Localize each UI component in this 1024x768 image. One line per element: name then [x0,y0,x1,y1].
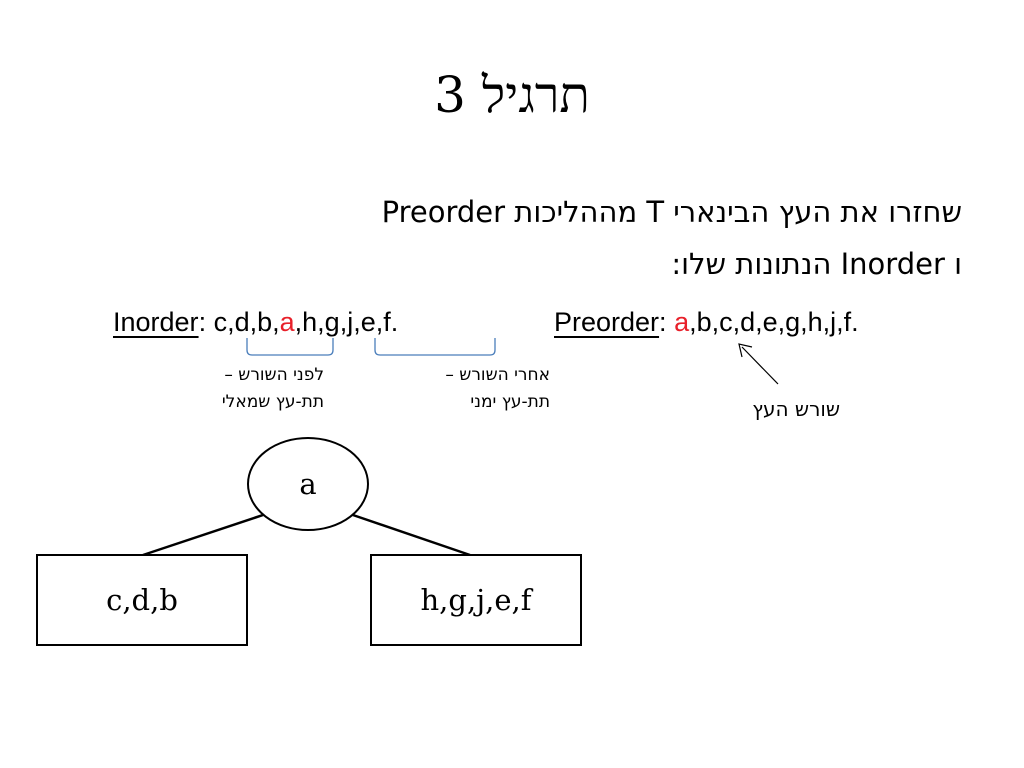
inorder-sequence: Inorder: c,d,b,a,h,g,j,e,f. [113,304,398,340]
instruction-line-1: שחזרו את העץ הבינארי T מההליכות Preorder [381,195,962,229]
left-subtree-label: c,d,b [106,583,178,617]
right-subtree-box [370,554,582,646]
inorder-label: Inorder [113,307,199,337]
preorder-rest: ,b,c,d,e,g,h,j,f. [689,307,859,337]
preorder-label: Preorder [554,307,660,337]
preorder-root: a [674,307,690,337]
root-node [247,437,369,531]
right-note-line-1: אחרי השורש – [445,365,550,385]
inorder-root: a [279,307,295,337]
right-subtree-bracket [374,338,496,356]
tree-root-note: שורש העץ [752,397,840,421]
preorder-sequence: Preorder: a,b,c,d,e,g,h,j,f. [554,304,859,340]
right-subtree-label: h,g,j,e,f [420,583,532,617]
inorder-right-part: ,h,g,j,e,f. [294,307,399,337]
left-edge [142,512,267,557]
left-subtree-box [36,554,248,646]
left-note-line-2: תת-עץ שמאלי [221,392,324,412]
right-note-line-2: תת-עץ ימני [470,392,550,412]
inorder-left-part: c,d,b, [213,307,280,337]
inorder-colon: : [198,307,214,337]
preorder-colon: : [659,307,675,337]
root-arrow-line [741,346,779,385]
right-subtree-note: אחרי השורש – תת-עץ ימני [445,362,550,416]
root-node-label: a [299,467,317,501]
slide-title: תרגיל 3 [434,66,590,124]
root-arrow-head [738,343,753,358]
right-edge [349,512,471,557]
left-subtree-note: לפני השורש – תת-עץ שמאלי [222,362,324,416]
instruction-line-2: ו Inorder הנתונות שלו: [671,247,962,281]
left-subtree-bracket [246,338,334,356]
left-note-line-1: לפני השורש – [224,365,324,385]
